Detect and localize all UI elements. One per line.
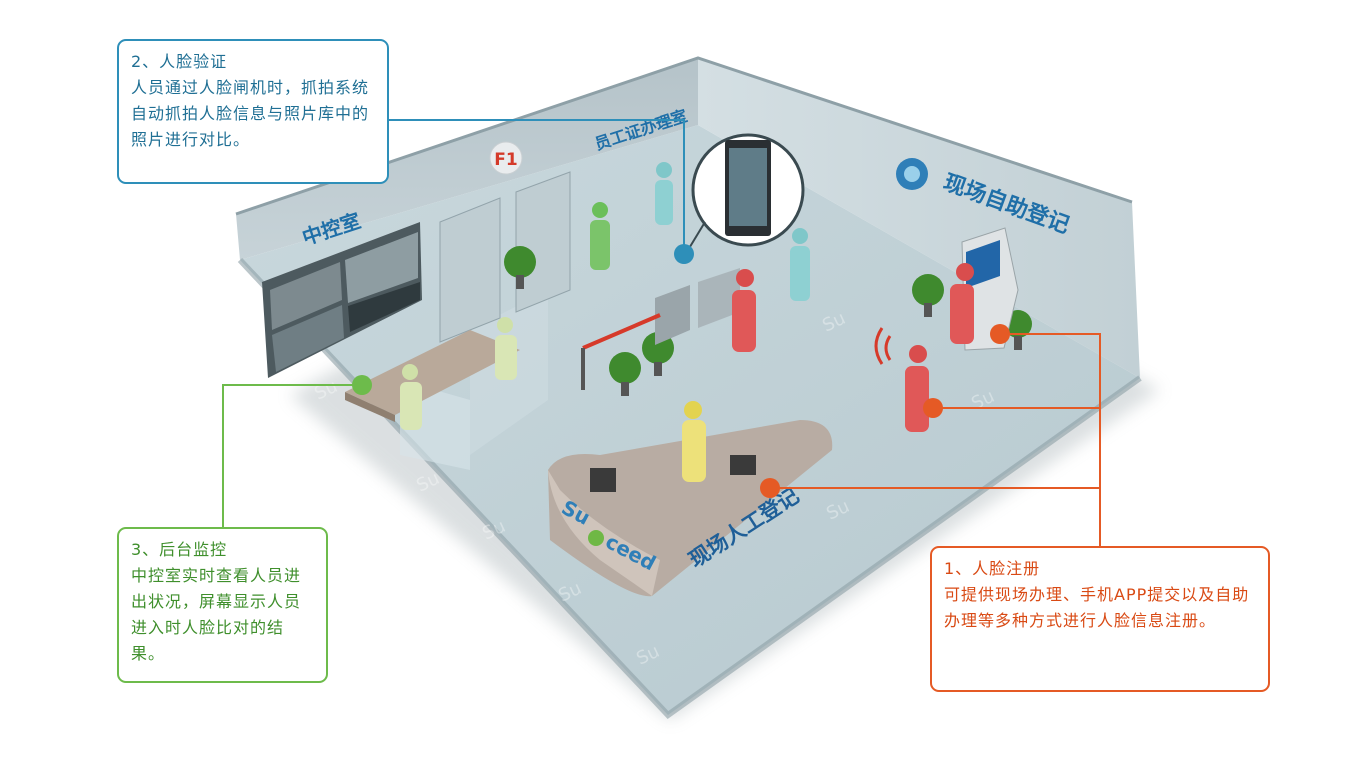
self-service-kiosk xyxy=(961,227,1019,351)
monitor-marker xyxy=(352,375,372,395)
control-desk xyxy=(345,330,520,415)
floor-label: F1 xyxy=(494,150,517,170)
self-register-sign xyxy=(896,158,928,190)
face-gate xyxy=(581,268,740,390)
floor-sign xyxy=(489,141,523,175)
callout-body: 可提供现场办理、手机APP提交以及自助办理等多种方式进行人脸信息注册。 xyxy=(944,585,1250,630)
reception-counter xyxy=(548,420,833,597)
register-marker-counter xyxy=(760,478,780,498)
callout-title: 1、人脸注册 xyxy=(944,559,1041,578)
register-connector xyxy=(1000,333,1101,546)
wall-right xyxy=(698,58,1140,378)
person-icon xyxy=(400,162,974,482)
callout-title: 2、人脸验证 xyxy=(131,52,228,71)
register-marker-kiosk xyxy=(990,324,1010,344)
callout-backend-monitor: 3、后台监控 中控室实时查看人员进出状况，屏幕显示人员进入时人脸比对的结果。 xyxy=(117,527,328,683)
callout-face-register: 1、人脸注册 可提供现场办理、手机APP提交以及自助办理等多种方式进行人脸信息注… xyxy=(930,546,1270,692)
callout-body: 人员通过人脸闸机时，抓拍系统自动抓拍人脸信息与照片库中的照片进行对比。 xyxy=(131,78,370,149)
video-wall xyxy=(262,222,422,378)
monitor-connector xyxy=(222,384,360,527)
verify-connector xyxy=(389,119,685,252)
callout-face-verify: 2、人脸验证 人员通过人脸闸机时，抓拍系统自动抓拍人脸信息与照片库中的照片进行对… xyxy=(117,39,389,184)
wifi-icon xyxy=(874,327,892,365)
callout-body: 中控室实时查看人员进出状况，屏幕显示人员进入时人脸比对的结果。 xyxy=(131,566,302,663)
wall-left xyxy=(236,58,698,260)
brand-logo-icon xyxy=(588,530,604,546)
verify-marker xyxy=(674,244,694,264)
elevator-left xyxy=(439,197,501,343)
callout-title: 3、后台监控 xyxy=(131,540,228,559)
register-marker-app xyxy=(923,398,943,418)
elevator-right xyxy=(515,171,571,313)
